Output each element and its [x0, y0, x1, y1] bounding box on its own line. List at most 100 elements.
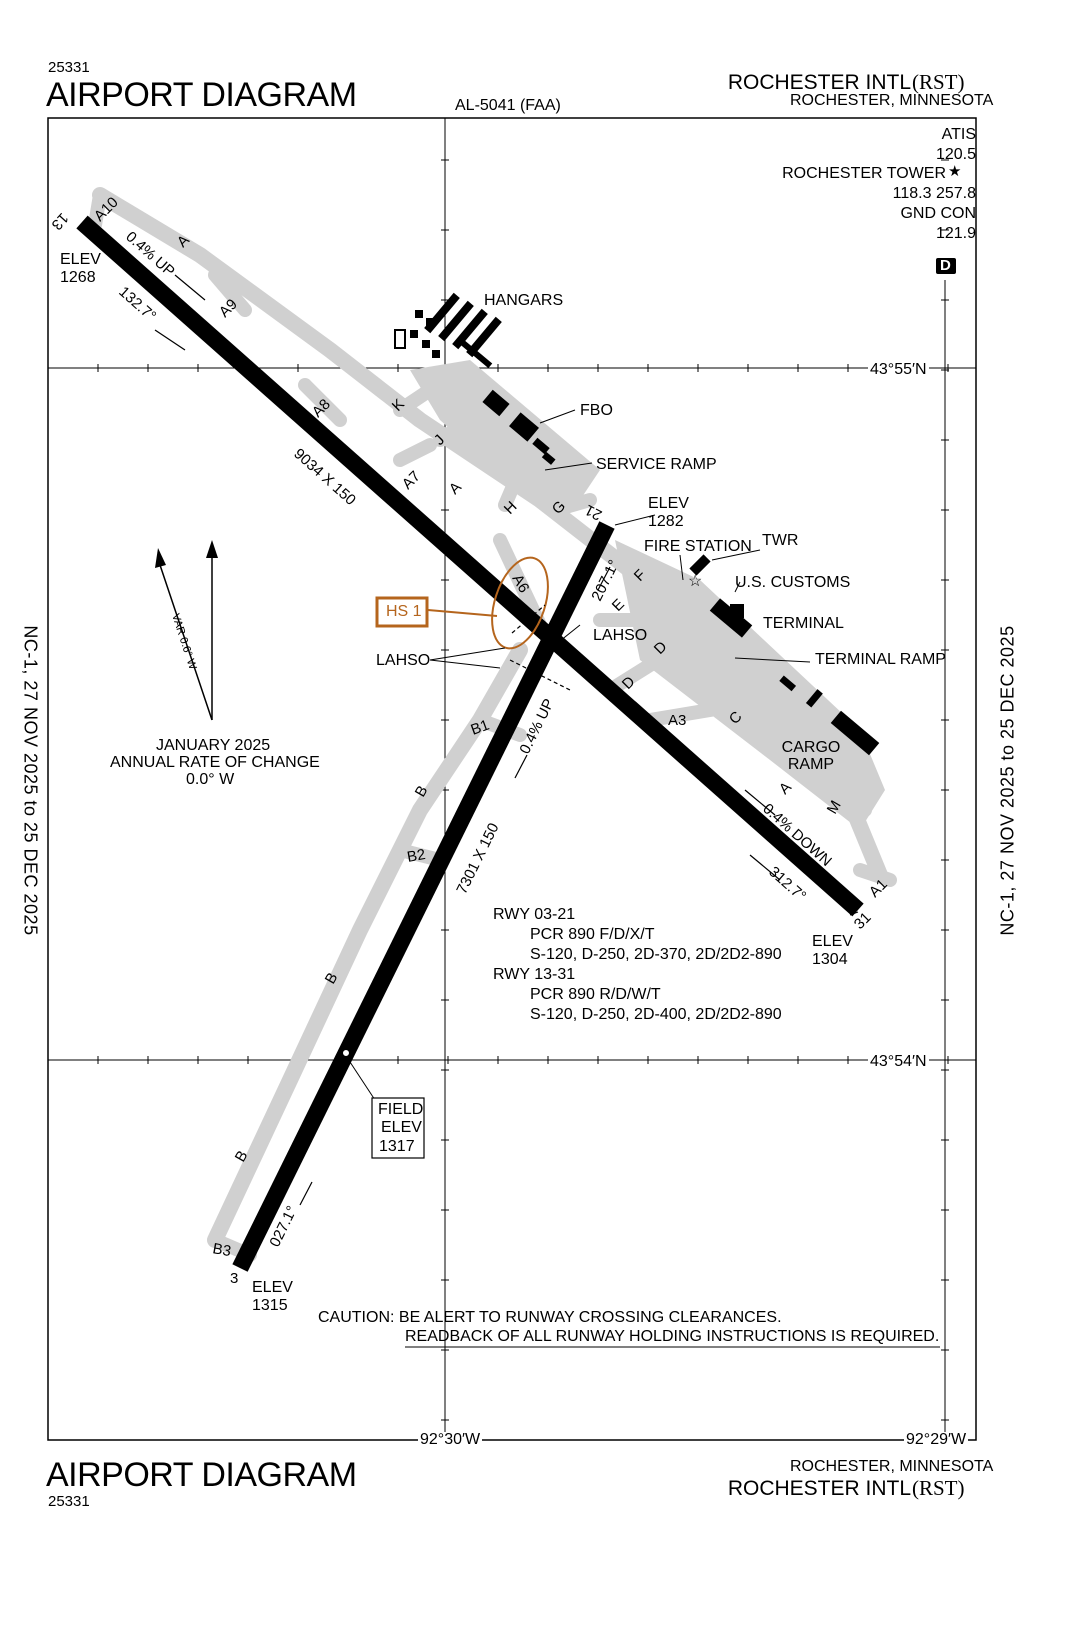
taxiway-label-b2: B2: [406, 846, 427, 866]
customs-label: U.S. CUSTOMS: [735, 574, 851, 591]
runway-03-21: [232, 521, 615, 1272]
lahso-lines: [509, 604, 571, 691]
taxiway-a10: [88, 188, 107, 232]
fbo-buildings: [482, 389, 556, 465]
runway-end-13: 13: [48, 209, 72, 233]
elev31-label: ELEV: [812, 933, 853, 950]
hotspot-ellipse: [491, 556, 549, 650]
elev21-value: 1282: [648, 513, 684, 530]
tower-frequency: 118.3 257.8: [892, 185, 976, 202]
longitude-west: 92°30′W: [418, 1431, 483, 1448]
pcr-rwy2-weights: S-120, D-250, 2D-400, 2D/2D2-890: [530, 1006, 782, 1023]
d-symbol: D: [940, 257, 951, 274]
longitude-east: 92°29′W: [904, 1431, 969, 1448]
tower-symbol-icon: ☆: [688, 573, 702, 590]
chart-frame: [47, 117, 977, 1441]
elev03-label: ELEV: [252, 1279, 293, 1296]
lahso-label-right: LAHSO: [593, 627, 648, 644]
field-elev-leader: [349, 1061, 376, 1101]
elev31-value: 1304: [812, 951, 848, 968]
terminal-ramp-area: [615, 540, 885, 830]
caution-line-1: CAUTION: BE ALERT TO RUNWAY CROSSING CLE…: [318, 1309, 782, 1326]
runway-end-3: 3: [230, 1270, 238, 1287]
runway-13-31: [76, 215, 864, 917]
chart-id-top: 25331: [48, 59, 90, 76]
validity-left: NC-1, 27 NOV 2025 to 25 DEC 2025: [20, 625, 41, 936]
elev13-label: ELEV: [60, 251, 101, 268]
procedure-number: AL-5041 (FAA): [455, 97, 561, 114]
true-north-arrow-icon: [206, 540, 218, 558]
service-ramp-label: SERVICE RAMP: [596, 456, 717, 473]
gnd-label: GND CON: [900, 205, 976, 222]
taxiway-label-e: E: [609, 596, 628, 615]
cargo-ramp-label: CARGO RAMP: [781, 739, 841, 773]
tower-star-icon: ★: [948, 163, 962, 180]
city-state-top: ROCHESTER, MINNESOTA: [790, 92, 994, 109]
magnetic-arrows: [159, 555, 213, 721]
pcr-rwy1: RWY 03-21: [493, 906, 576, 923]
heading-arrows: [154, 274, 781, 1206]
magnetic-date: JANUARY 2025: [156, 737, 271, 754]
magnetic-north-arrow-icon: [155, 548, 166, 568]
taxiway-label-a3: A3: [668, 712, 686, 729]
field-elev-label2: ELEV: [381, 1119, 422, 1136]
runway-end-21: 21: [582, 501, 605, 524]
magnetic-rate-value: 0.0° W: [186, 771, 235, 788]
chart-title-bottom: AIRPORT DIAGRAM: [46, 1456, 357, 1494]
airport-id-top: (RST): [912, 70, 965, 94]
hangar-buildings: [394, 292, 502, 369]
taxiway-label-a-mid: A: [446, 479, 465, 498]
chart-id-bottom: 25331: [48, 1493, 90, 1510]
taxiway-label-a6: A6: [509, 572, 533, 596]
airport-name-bottom: ROCHESTER INTL: [727, 1477, 911, 1500]
terminal-ramp-label: TERMINAL RAMP: [815, 651, 946, 668]
elev03-value: 1315: [252, 1297, 288, 1314]
field-elev-label1: FIELD: [378, 1101, 424, 1118]
latitude-south: 43°54′N: [868, 1053, 929, 1070]
hotspot-box: [375, 596, 429, 628]
hangars-label: HANGARS: [484, 292, 564, 309]
ramps: [410, 360, 885, 830]
airport-name-top: ROCHESTER INTL: [728, 72, 911, 93]
callout-leaders: [539, 409, 859, 916]
taxiway-a1: [853, 863, 897, 887]
airport-name-text: ROCHESTER INTL: [727, 71, 911, 94]
magnetic-rate-label: ANNUAL RATE OF CHANGE: [110, 754, 320, 771]
atis-label: ATIS: [941, 126, 976, 143]
hotspot-leader: [427, 609, 498, 617]
taxiway-label-a7: A7: [399, 468, 424, 493]
taxiway-label-b1: B1: [469, 717, 492, 739]
taxiway-b: [207, 642, 528, 1248]
taxiway-label-a-south: A: [776, 779, 795, 798]
tower-label: ROCHESTER TOWER: [782, 165, 946, 182]
d-symbol-box: [936, 258, 956, 274]
taxiway-a9: [208, 268, 252, 317]
pcr-rwy2-value: PCR 890 R/D/W/T: [530, 986, 661, 1003]
pcr-rwy1-weights: S-120, D-250, 2D-370, 2D/2D2-890: [530, 946, 782, 963]
taxiway-a7: [393, 438, 437, 467]
magnetic-variation: VAR 0.6° W: [169, 612, 199, 671]
caution-line-2: READBACK OF ALL RUNWAY HOLDING INSTRUCTI…: [405, 1328, 940, 1345]
pcr-rwy1-value: PCR 890 F/D/X/T: [530, 926, 655, 943]
hotspot-label[interactable]: HS 1: [386, 603, 422, 620]
validity-right: NC-1, 27 NOV 2025 to 25 DEC 2025: [997, 625, 1018, 936]
field-elev-box: [371, 1097, 425, 1159]
city-state-bottom: ROCHESTER, MINNESOTA: [790, 1458, 994, 1475]
fire-station-label: FIRE STATION: [644, 538, 752, 555]
field-elev-point: [342, 1049, 350, 1057]
taxiway-a8: [298, 378, 347, 427]
pcr-rwy2: RWY 13-31: [493, 966, 576, 983]
airport-id-bottom: (RST): [912, 1476, 965, 1500]
taxiway-label-b3: B3: [211, 1240, 232, 1260]
elev13-value: 1268: [60, 269, 96, 286]
latitude-north: 43°55′N: [868, 361, 929, 378]
tower-building-label: TWR: [762, 532, 799, 549]
lahso-label-left: LAHSO: [376, 652, 431, 669]
terminal-buildings: [689, 554, 880, 756]
fbo-label: FBO: [580, 402, 613, 419]
chart-title-top: AIRPORT DIAGRAM: [46, 76, 357, 114]
taxiway-g: [548, 493, 597, 517]
terminal-label: TERMINAL: [763, 615, 844, 632]
lahso-leaders: [429, 624, 581, 669]
